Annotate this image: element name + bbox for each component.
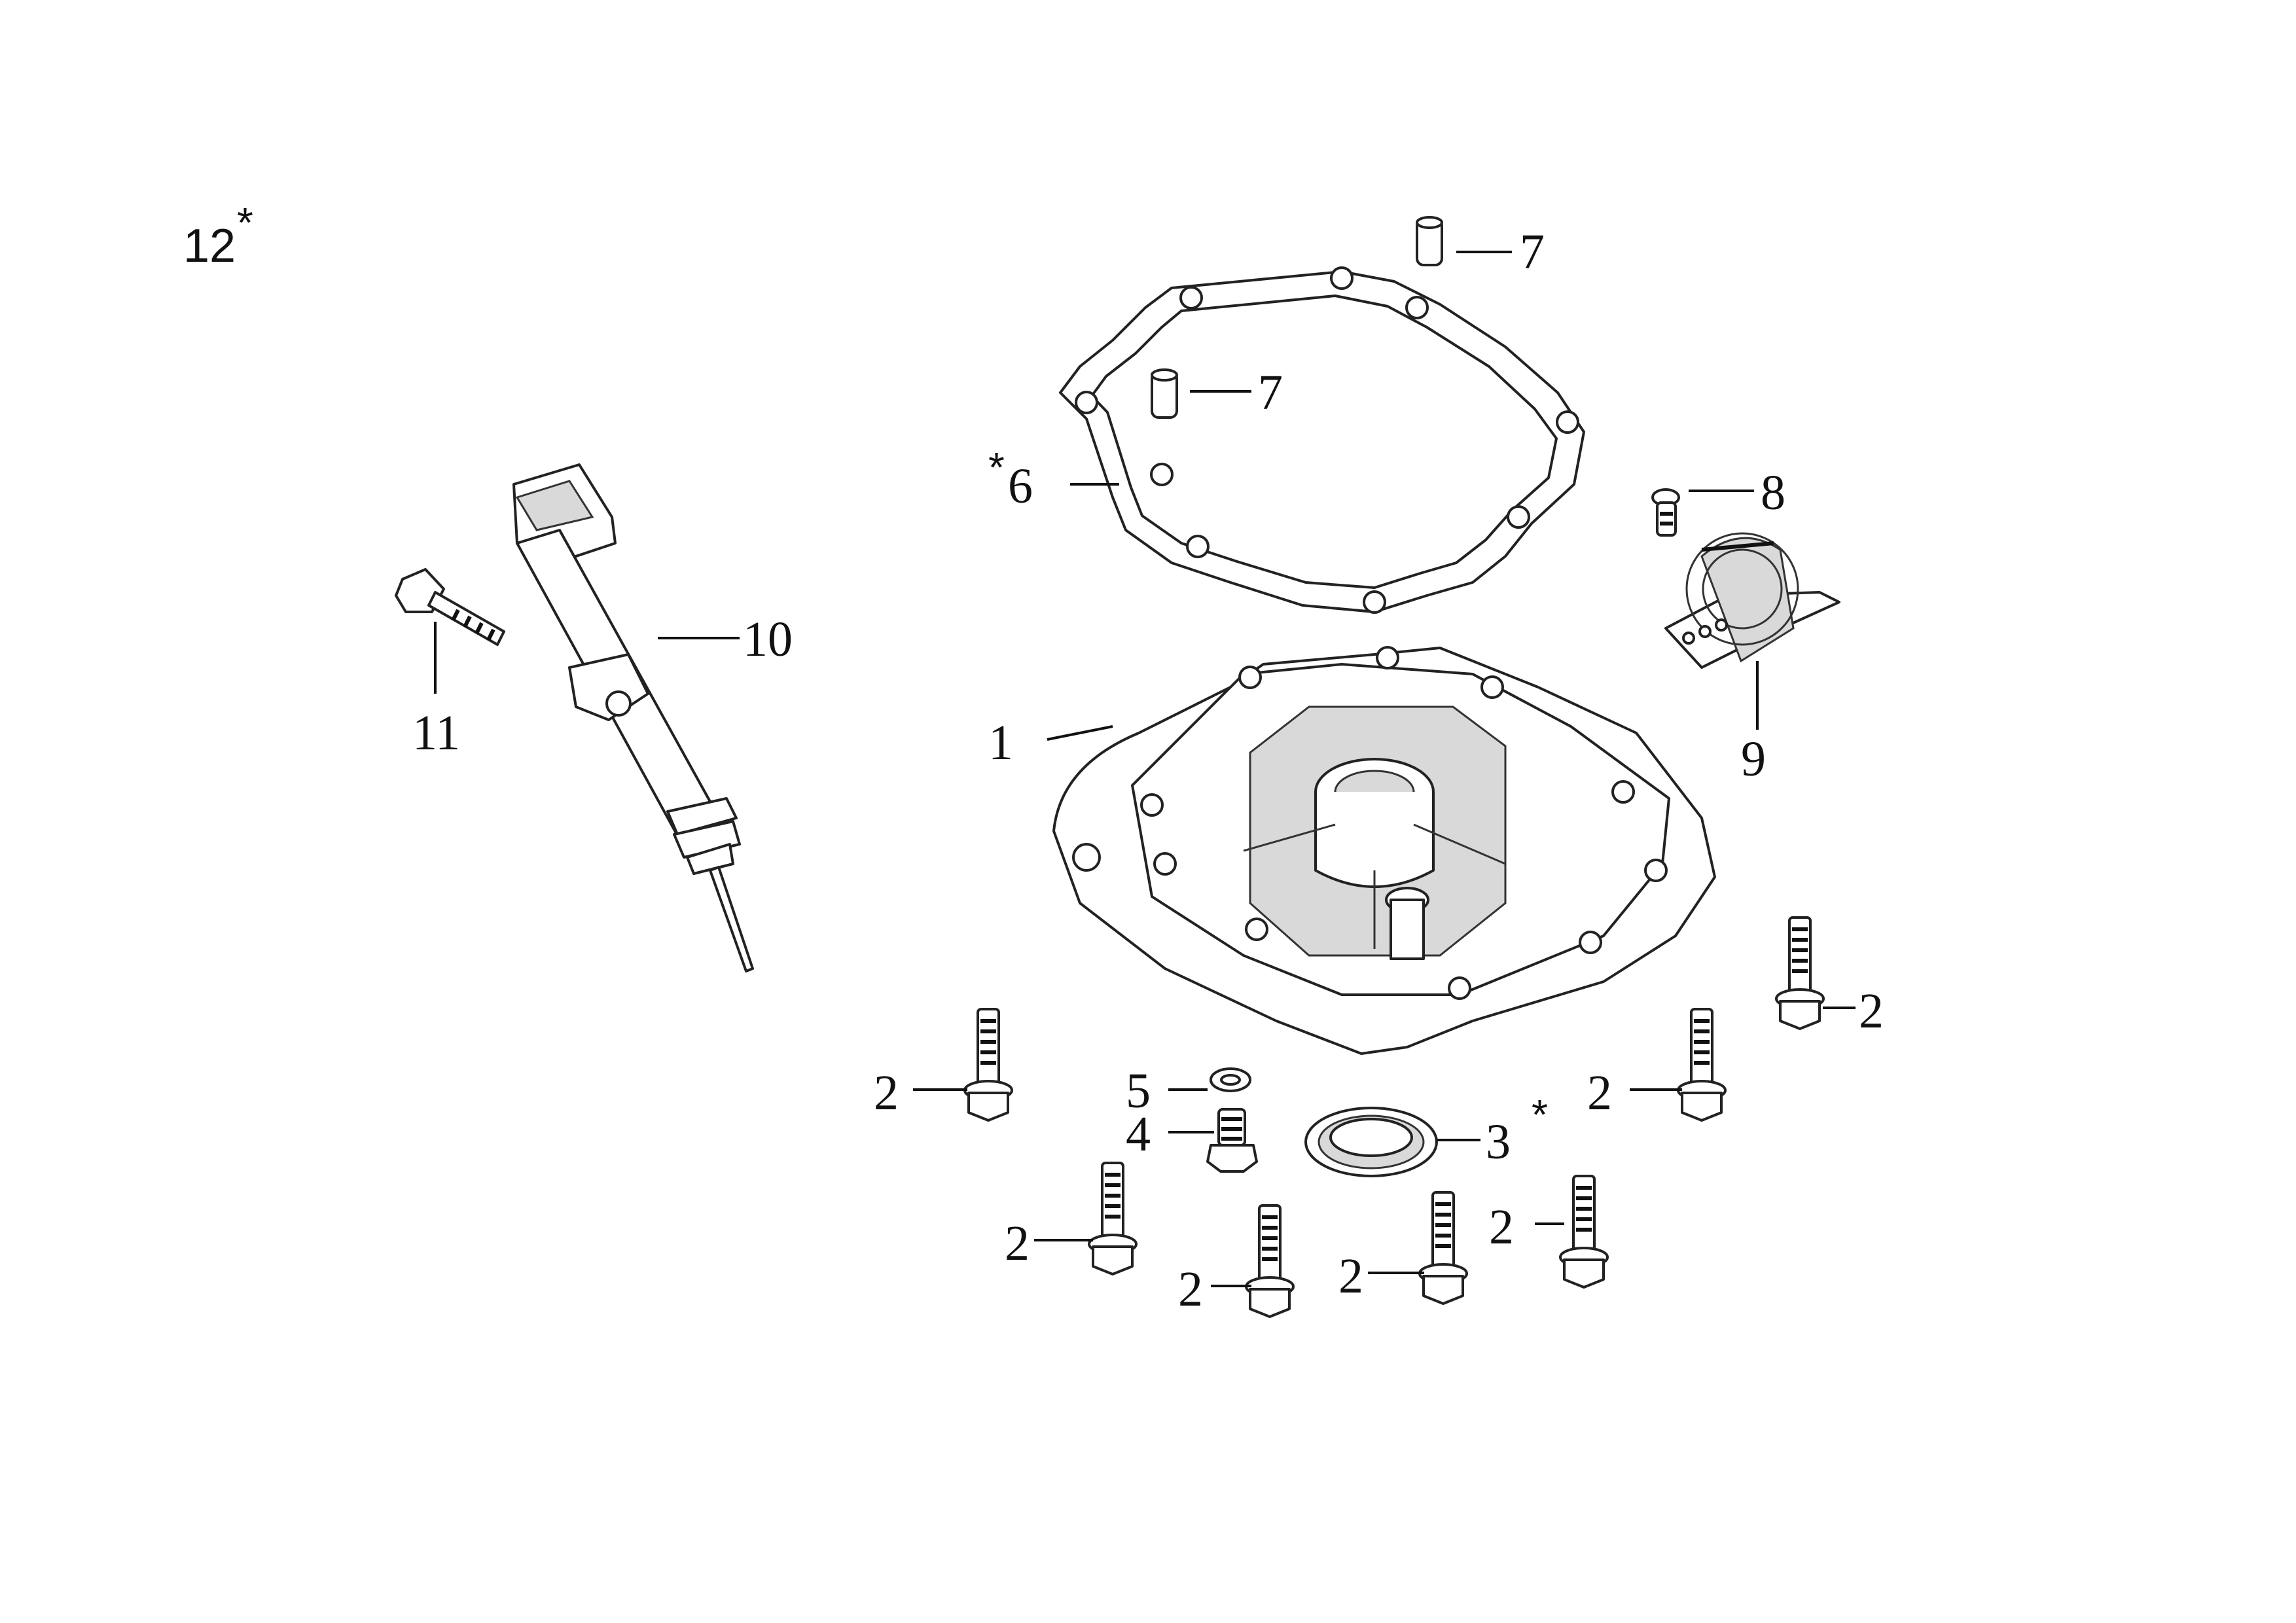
callout-6-asterisk: *: [988, 444, 1005, 491]
gasket-part-6: [1059, 266, 1585, 614]
flange-bolt-e: [1560, 1176, 1607, 1287]
dowel-pin-top: [1416, 216, 1443, 266]
flange-bolt-c: [1246, 1205, 1293, 1317]
callout-10: 10: [743, 612, 793, 667]
callout-9: 9: [1741, 732, 1766, 787]
flange-bolt-f: [1678, 1009, 1725, 1120]
title-asterisk: *: [237, 199, 253, 246]
flange-bolt-d: [1420, 1192, 1467, 1304]
callout-6: 6: [1008, 459, 1033, 514]
callout-3: 3: [1486, 1115, 1511, 1169]
callout-2-a: 2: [874, 1065, 899, 1120]
callout-11: 11: [412, 705, 460, 760]
callout-7-middle: 7: [1258, 365, 1283, 420]
crankcase-cover-part-1: [1052, 646, 1716, 1055]
callout-3-asterisk: *: [1532, 1091, 1548, 1138]
callout-4: 4: [1126, 1107, 1151, 1162]
title-label: 12: [183, 220, 236, 272]
flange-bolt-a: [965, 1009, 1012, 1120]
governor-part-9: [1664, 532, 1840, 669]
dipstick-tube-part-10: [512, 463, 754, 972]
callout-2-c: 2: [1178, 1262, 1203, 1317]
callout-2-d: 2: [1338, 1249, 1363, 1304]
callout-2-f: 2: [1587, 1065, 1612, 1120]
screw-part-8: [1651, 488, 1680, 537]
oil-seal-part-3: [1304, 1107, 1438, 1177]
callout-7-top: 7: [1520, 224, 1545, 279]
drain-plug-part-4: [1206, 1108, 1258, 1173]
callout-2-b: 2: [1005, 1216, 1030, 1271]
callout-2-g: 2: [1859, 984, 1884, 1039]
dowel-pin-middle: [1151, 368, 1178, 419]
callout-8: 8: [1761, 465, 1785, 520]
washer-part-5: [1210, 1067, 1251, 1092]
callout-1: 1: [988, 715, 1013, 770]
bolt-part-11: [395, 568, 505, 646]
callout-5: 5: [1126, 1063, 1151, 1118]
flange-bolt-g: [1776, 918, 1823, 1029]
callout-2-e: 2: [1489, 1200, 1514, 1255]
flange-bolt-b: [1089, 1163, 1136, 1274]
